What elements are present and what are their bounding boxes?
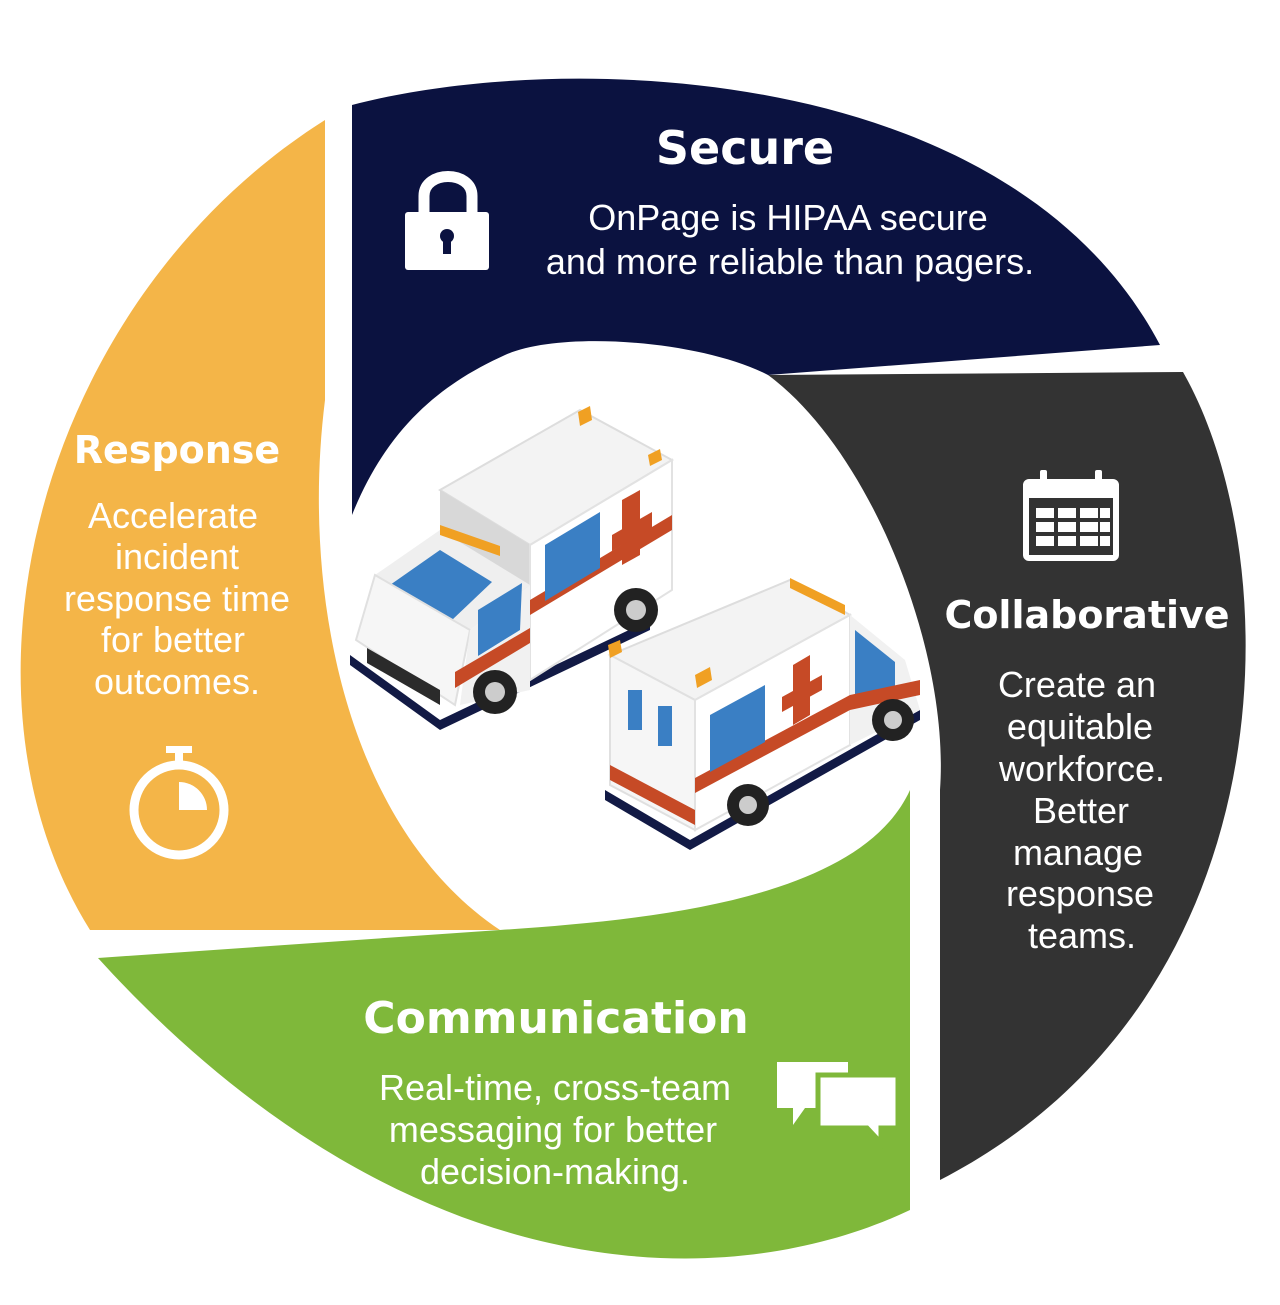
collaborative-line-2: equitable (1007, 706, 1153, 747)
communication-text: Real-time, cross-team messaging for bett… (379, 1067, 731, 1192)
secure-segment (352, 78, 1160, 515)
response-line-5: outcomes. (94, 661, 260, 702)
ambulances-illustration (350, 406, 920, 850)
communication-line-1: Real-time, cross-team (379, 1067, 731, 1108)
response-line-4: for better (101, 619, 245, 660)
response-line-2: incident (115, 536, 239, 577)
response-line-1: Accelerate (88, 495, 258, 536)
collaborative-line-1: Create an (998, 664, 1156, 705)
lock-icon (405, 171, 489, 270)
response-segment (20, 120, 500, 930)
collaborative-text: Create an equitable workforce. Better ma… (998, 664, 1165, 956)
collaborative-segment (768, 372, 1246, 1180)
communication-line-2: messaging for better (389, 1109, 717, 1150)
ambulance-left (350, 406, 675, 730)
communication-segment (98, 790, 910, 1259)
collaborative-title: Collaborative (944, 593, 1229, 637)
communication-line-3: decision-making. (420, 1151, 690, 1192)
collaborative-line-3: workforce. (998, 748, 1165, 789)
secure-line-1: OnPage is HIPAA secure (588, 197, 988, 238)
response-text: Accelerate incident response time for be… (64, 495, 290, 702)
secure-line-2: and more reliable than pagers. (546, 241, 1034, 282)
chat-bubbles-icon (777, 1062, 901, 1150)
communication-title: Communication (363, 993, 748, 1044)
secure-title: Secure (656, 121, 834, 175)
collaborative-line-4: Better (1033, 790, 1129, 831)
calendar-icon (1023, 470, 1119, 561)
stopwatch-icon (129, 746, 229, 860)
response-title: Response (74, 428, 280, 472)
response-line-3: response time (64, 578, 290, 619)
collaborative-line-7: teams. (1028, 915, 1136, 956)
collaborative-line-5: manage (1013, 832, 1143, 873)
collaborative-line-6: response (1006, 873, 1154, 914)
ambulance-right (605, 578, 920, 850)
